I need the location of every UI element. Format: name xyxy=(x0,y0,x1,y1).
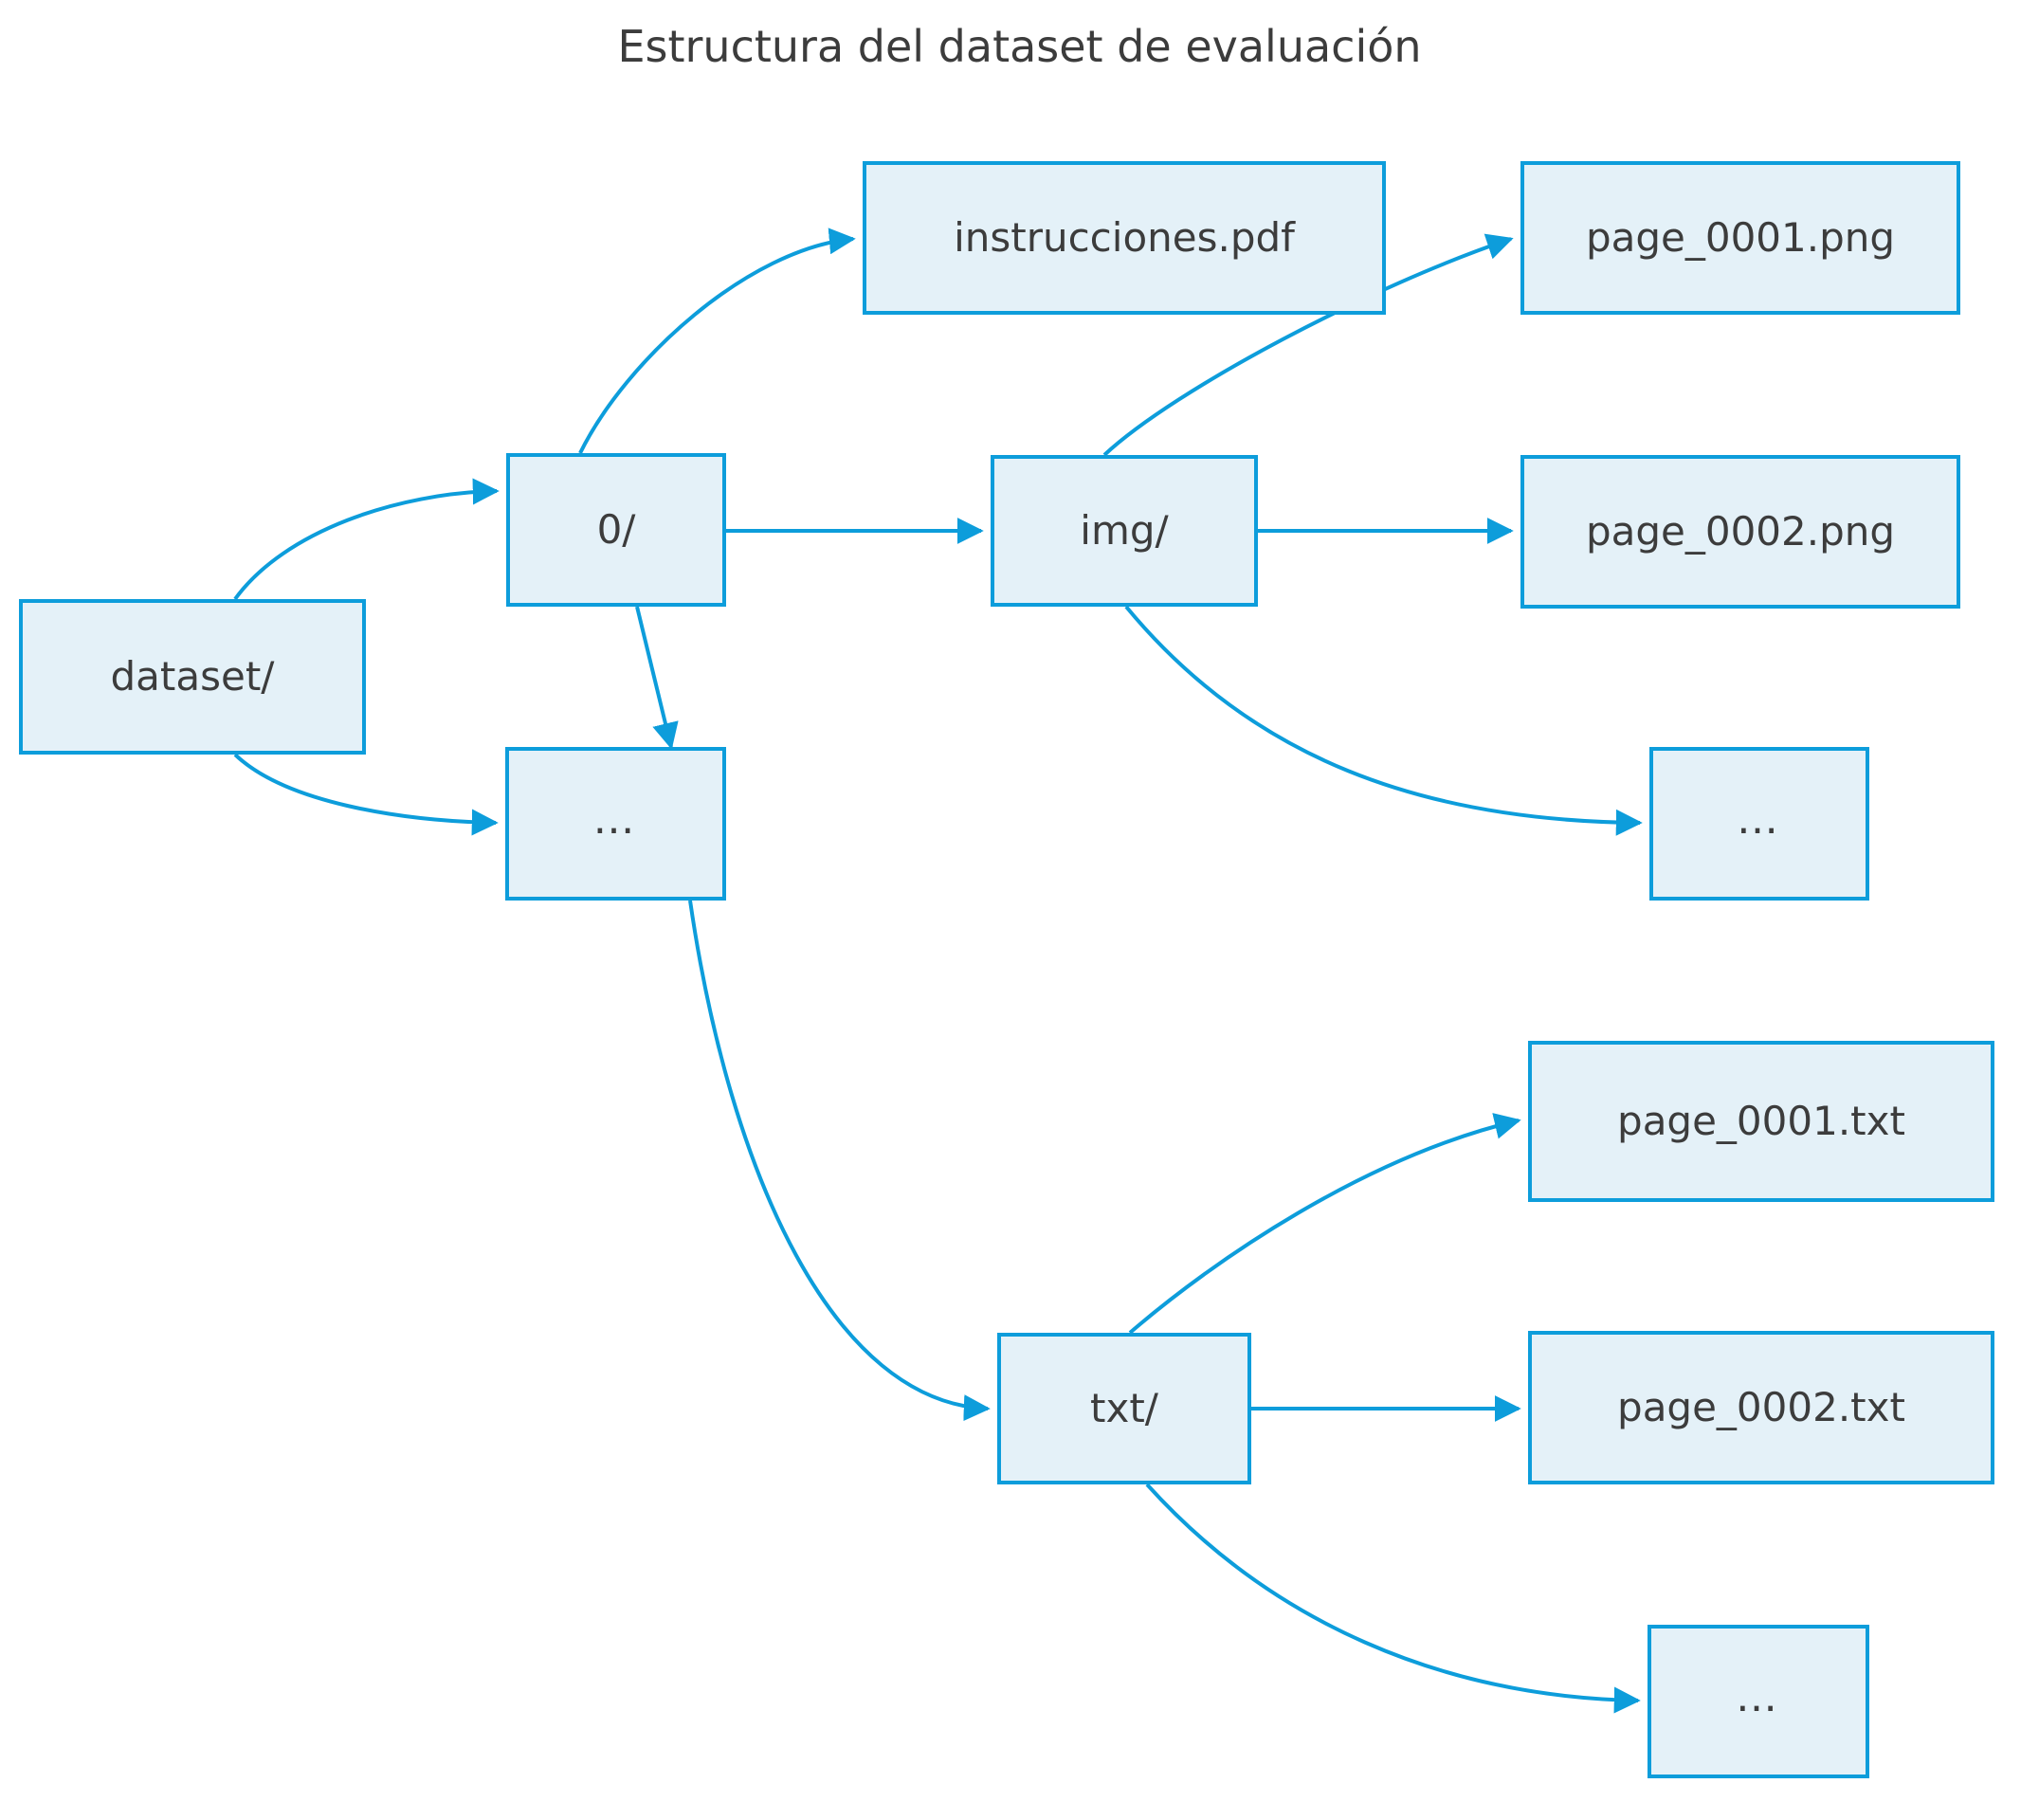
node-page0001txt[interactable]: page_0001.txt xyxy=(1528,1041,1994,1202)
page-title: Estructura del dataset de evaluación xyxy=(617,21,1422,72)
node-page0002png[interactable]: page_0002.png xyxy=(1520,455,1960,609)
edge-dataset-to-level1_dots xyxy=(233,753,499,836)
node-label: 0/ xyxy=(596,506,636,553)
node-label: img/ xyxy=(1080,507,1169,554)
node-label: page_0001.txt xyxy=(1617,1098,1905,1144)
edge-txt-to-page0001txt xyxy=(1128,1113,1521,1335)
node-label: dataset/ xyxy=(110,653,275,700)
node-dataset[interactable]: dataset/ xyxy=(19,599,366,755)
edge-img-to-img_dots xyxy=(1124,605,1643,836)
node-label: page_0002.png xyxy=(1585,508,1896,555)
node-label: … xyxy=(1737,795,1782,844)
node-page0001png[interactable]: page_0001.png xyxy=(1520,161,1960,315)
node-img[interactable]: img/ xyxy=(991,455,1258,607)
node-label: txt/ xyxy=(1090,1385,1158,1431)
edge-txt-to-txt_dots xyxy=(1145,1483,1641,1714)
edge-group xyxy=(233,228,1643,1714)
node-label: instrucciones.pdf xyxy=(954,214,1295,261)
node-zero[interactable]: 0/ xyxy=(506,453,726,607)
node-label: … xyxy=(1736,1673,1781,1721)
edge-dataset-to-zero xyxy=(233,478,500,601)
node-page0002txt[interactable]: page_0002.txt xyxy=(1528,1331,1994,1484)
edge-level1_dots-to-txt xyxy=(688,900,991,1422)
edge-zero-to-instrucciones xyxy=(578,228,856,454)
edge-zero-to-level1_dots xyxy=(635,606,679,750)
node-txt[interactable]: txt/ xyxy=(997,1333,1251,1484)
node-txt_dots[interactable]: … xyxy=(1648,1625,1869,1778)
node-img_dots[interactable]: … xyxy=(1649,747,1869,901)
node-label: page_0001.png xyxy=(1585,214,1896,261)
node-label: … xyxy=(592,795,639,844)
node-level1_dots[interactable]: … xyxy=(505,747,726,901)
node-instrucciones[interactable]: instrucciones.pdf xyxy=(863,161,1386,315)
node-label: page_0002.txt xyxy=(1617,1384,1905,1430)
